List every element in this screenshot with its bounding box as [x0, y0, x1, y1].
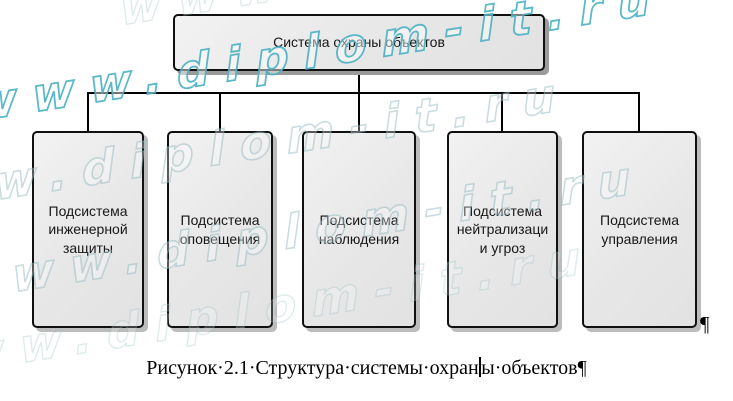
diagram-box-notification[interactable]: Подсистема оповещения	[167, 131, 273, 328]
text-cursor	[479, 357, 481, 377]
diagram-box-label: Подсистема инженерной защиты	[48, 202, 128, 256]
caption-text-after-cursor: ы·объектов	[481, 357, 578, 379]
diagram-box-label: Подсистема управления	[600, 212, 679, 247]
diagram-box-root-label: Система охраны объектов	[273, 34, 445, 51]
connector-drop-1	[87, 92, 89, 132]
diagram-box-label: Подсистема наблюдения	[318, 212, 400, 247]
connector-drop-2	[219, 92, 221, 132]
connector-drop-5	[638, 92, 640, 132]
connector-drop-3	[358, 92, 360, 132]
connector-bus	[87, 92, 640, 94]
diagram-box-root[interactable]: Система охраны объектов	[173, 14, 545, 71]
connector-drop-4	[501, 92, 503, 132]
caption-text-before-cursor: Рисунок·2.1·Структура·системы·охран	[146, 357, 479, 379]
diagram-box-threat-neutralization[interactable]: Подсистема нейтрализаци и угроз	[447, 131, 558, 328]
diagram-box-label: Подсистема нейтрализаци и угроз	[456, 202, 549, 256]
diagram-box-label: Подсистема оповещения	[179, 212, 261, 247]
diagram-box-management[interactable]: Подсистема управления	[582, 131, 697, 328]
diagram-box-surveillance[interactable]: Подсистема наблюдения	[302, 131, 416, 328]
diagram-box-engineering-protection[interactable]: Подсистема инженерной защиты	[32, 131, 144, 328]
connector-root-stub	[358, 70, 360, 94]
paragraph-mark: ¶	[700, 312, 710, 336]
caption-pilcrow: ¶	[577, 357, 587, 379]
